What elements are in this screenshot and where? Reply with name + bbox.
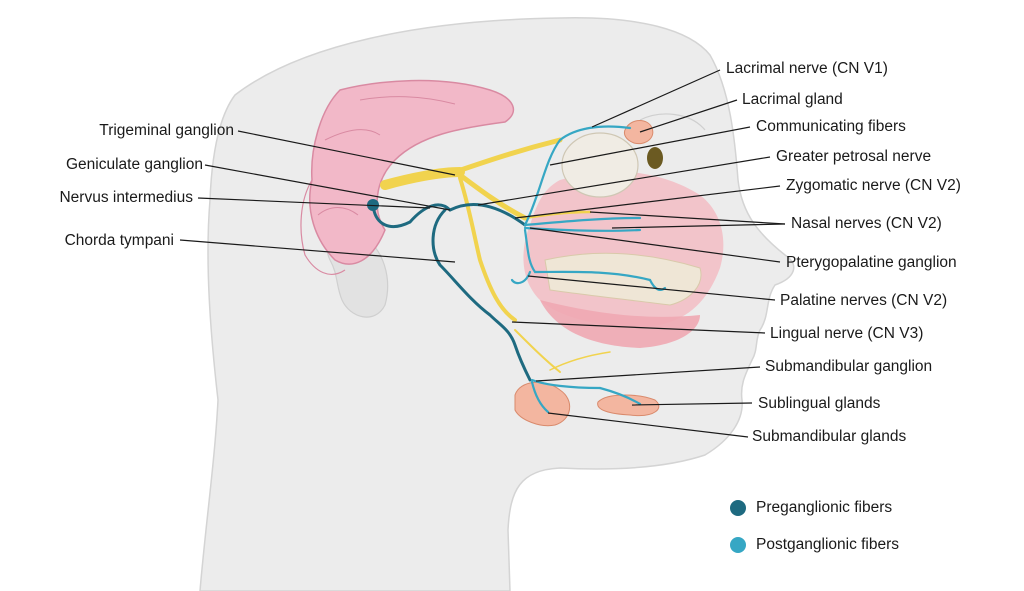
label-nasal-nerves: Nasal nerves (CN V2) bbox=[791, 215, 942, 232]
label-geniculate-ganglion: Geniculate ganglion bbox=[65, 156, 203, 173]
brain-region bbox=[300, 79, 515, 275]
label-lacrimal-nerve: Lacrimal nerve (CN V1) bbox=[726, 60, 888, 77]
preganglionic-fibers bbox=[367, 199, 532, 382]
lacrimal-gland-shape bbox=[623, 120, 654, 145]
preganglionic-swatch bbox=[730, 500, 746, 516]
label-pterygopalatine-ganglion: Pterygopalatine ganglion bbox=[786, 254, 957, 271]
label-palatine-nerves: Palatine nerves (CN V2) bbox=[780, 292, 948, 309]
label-greater-petrosal-nerve: Greater petrosal nerve bbox=[776, 148, 932, 165]
leader-lines bbox=[179, 69, 786, 438]
legend-postganglionic: Postganglionic fibers bbox=[730, 536, 899, 554]
label-nervus-intermedius: Nervus intermedius bbox=[59, 189, 193, 206]
legend-preganglionic-label: Preganglionic fibers bbox=[756, 499, 893, 516]
label-lingual-nerve: Lingual nerve (CN V3) bbox=[770, 325, 924, 342]
label-trigeminal-ganglion: Trigeminal ganglion bbox=[99, 122, 234, 139]
postganglionic-fibers bbox=[510, 125, 667, 414]
postganglionic-swatch bbox=[730, 537, 746, 553]
label-zygomatic-nerve: Zygomatic nerve (CN V2) bbox=[786, 177, 961, 194]
label-submandibular-glands: Submandibular glands bbox=[752, 428, 907, 445]
label-lacrimal-gland: Lacrimal gland bbox=[742, 91, 843, 108]
sublingual-gland-shape bbox=[597, 394, 660, 417]
label-chorda-tympani: Chorda tympani bbox=[64, 232, 174, 249]
legend-postganglionic-label: Postganglionic fibers bbox=[756, 536, 900, 553]
label-sublingual-glands: Sublingual glands bbox=[758, 395, 881, 412]
label-submandibular-ganglion: Submandibular ganglion bbox=[765, 358, 933, 375]
label-communicating-fibers: Communicating fibers bbox=[756, 118, 906, 135]
legend-preganglionic: Preganglionic fibers bbox=[730, 499, 892, 517]
